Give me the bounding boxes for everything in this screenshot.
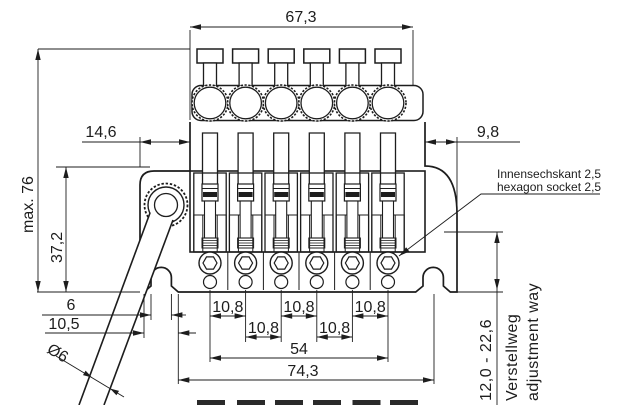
dim-base-width: 74,3 [287, 363, 318, 380]
dimension-lines [35, 24, 600, 405]
dim-string-spacing-2: 10,8 [283, 299, 314, 316]
dim-outer-string-spread: 54 [290, 341, 308, 358]
dim-max-height: max. 76 [20, 176, 37, 233]
label-adjustment-de: Verstellweg [504, 314, 521, 401]
dim-slot-opening: 10,5 [48, 316, 79, 333]
label-hex-socket-de: Innensechskant 2,5 [497, 167, 601, 181]
saddle-dividers [227, 252, 371, 290]
dim-slot-width: 6 [67, 297, 76, 314]
dim-adjustment-range: 12,0 - 22,6 [478, 319, 495, 401]
dim-string-spacing-1: 10,8 [212, 299, 243, 316]
fine-tuner-screws [196, 48, 402, 87]
hex-socket-leader-line [398, 193, 600, 257]
dim-top-width: 67,3 [285, 9, 316, 26]
label-hex-socket-en: hexagon socket 2,5 [497, 180, 601, 194]
tremolo-arm [78, 212, 174, 405]
dim-body-height: 37,2 [49, 232, 66, 263]
dim-string-spacing-3: 10,8 [355, 299, 386, 316]
dim-string-spacing-4: 10,8 [248, 320, 279, 337]
dim-string-spacing-5: 10,8 [319, 320, 350, 337]
dim-left-offset: 14,6 [85, 124, 116, 141]
partial-bottom-view [197, 400, 418, 405]
dim-right-offset: 9,8 [477, 124, 499, 141]
label-adjustment-en: adjustment way [525, 283, 542, 401]
